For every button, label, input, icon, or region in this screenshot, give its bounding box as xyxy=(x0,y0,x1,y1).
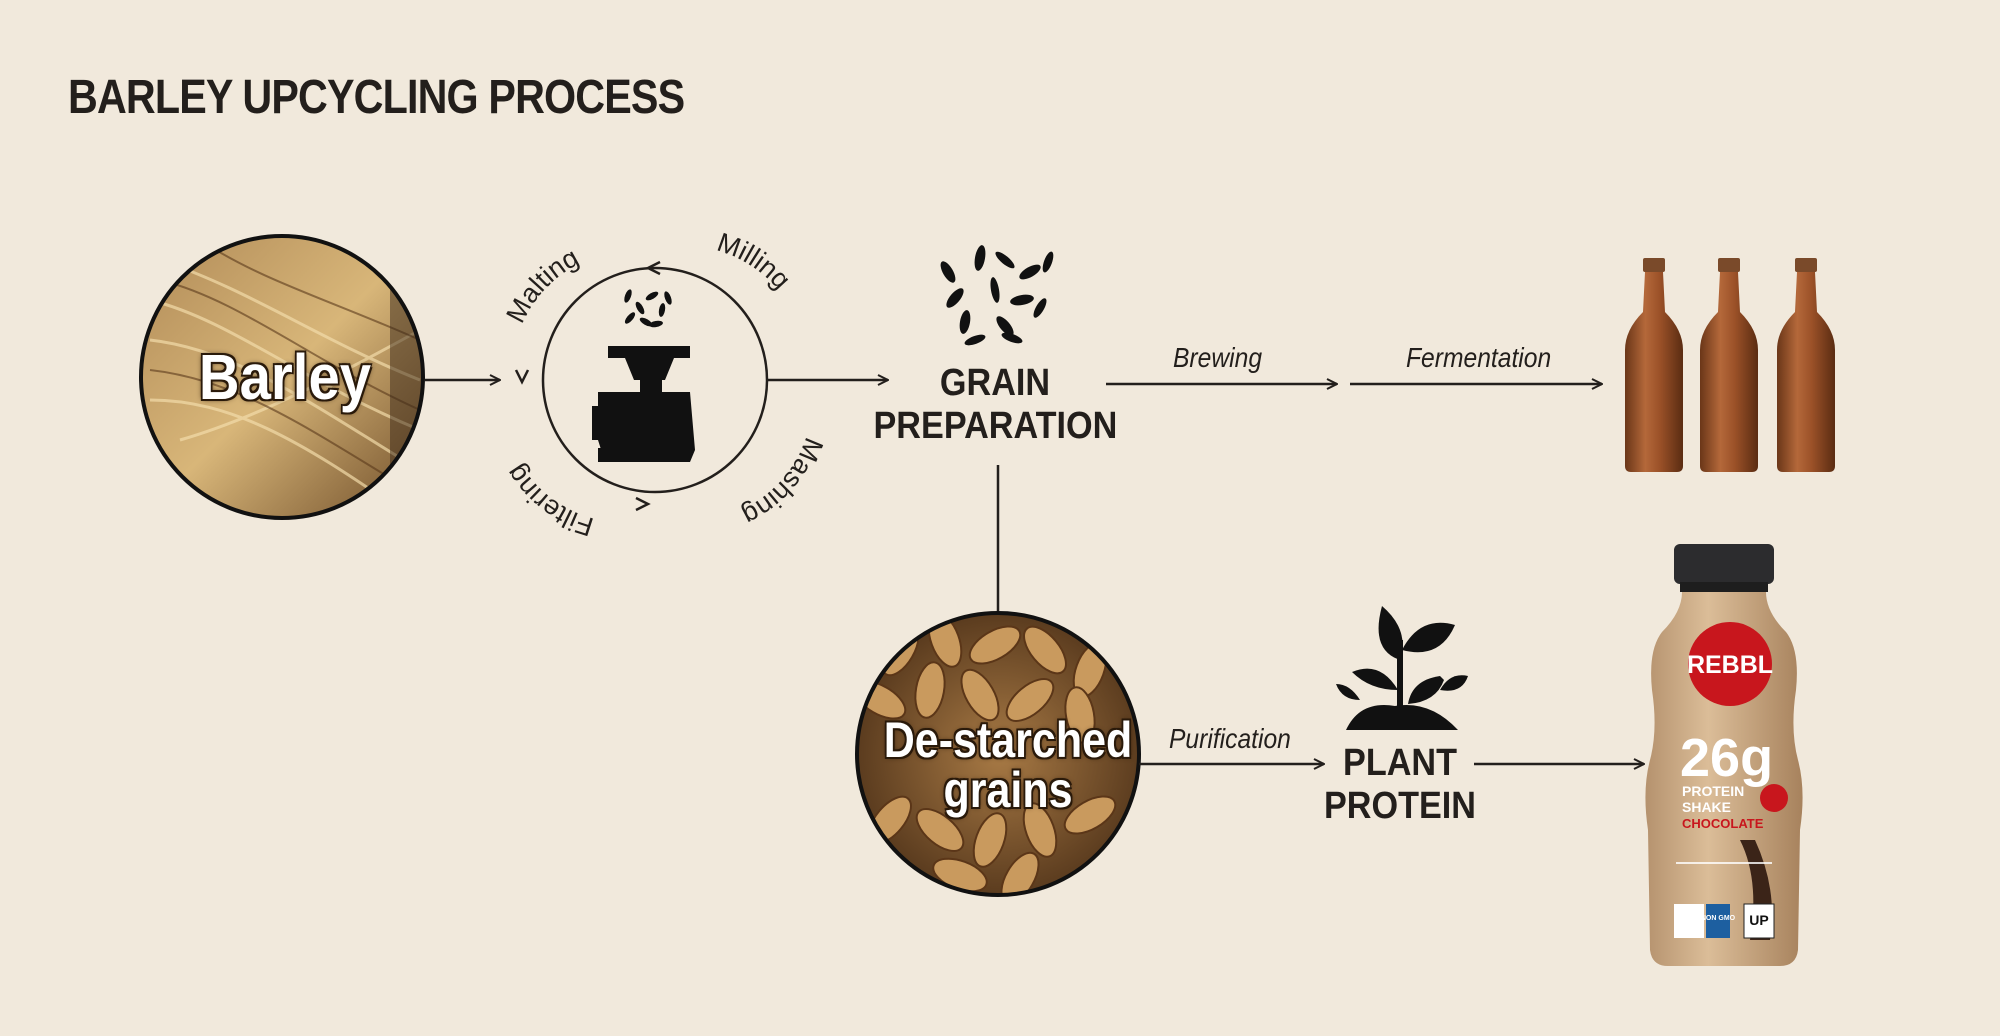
shake-brand: REBBL xyxy=(1687,651,1773,679)
plant-sprout-icon xyxy=(1336,606,1468,730)
cycle-step-malting: Malting xyxy=(500,242,583,328)
svg-text:Malting: Malting xyxy=(500,242,583,328)
node-plant-protein-label: PLANT PROTEIN xyxy=(1323,742,1477,827)
protein-shake-bottle-icon: REBBL 26g PROTEIN SHAKE CHOCOLATE NON GM… xyxy=(1645,544,1803,966)
edge-label-fermentation: Fermentation xyxy=(1406,342,1552,373)
svg-text:Filtering: Filtering xyxy=(500,459,597,542)
shake-line1: PROTEIN xyxy=(1682,783,1744,799)
grain-mill-icon xyxy=(592,289,695,462)
shake-badge-left: NON GMO xyxy=(1701,915,1736,922)
node-grain-preparation-label: GRAIN PREPARATION xyxy=(873,362,1118,447)
svg-text:Mashing: Mashing xyxy=(738,434,829,532)
cycle-step-mashing: Mashing xyxy=(738,434,829,532)
page-title: BARLEY UPCYCLING PROCESS xyxy=(68,71,685,124)
grain-scatter-icon xyxy=(940,245,1054,346)
edge-label-purification: Purification xyxy=(1169,723,1291,754)
beer-bottle-icon xyxy=(1625,258,1835,472)
node-destarched-label: De-starched grains xyxy=(883,712,1133,818)
destarched-grains-photo xyxy=(855,611,1141,897)
cycle-step-filtering: Filtering xyxy=(500,459,597,542)
shake-flavor: CHOCOLATE xyxy=(1682,816,1764,831)
svg-text:Milling: Milling xyxy=(713,227,796,295)
node-barley-label: Barley xyxy=(198,341,372,413)
shake-protein-amount: 26g xyxy=(1680,728,1773,788)
edge-label-brewing: Brewing xyxy=(1173,342,1263,373)
shake-line2: SHAKE xyxy=(1682,799,1731,815)
shake-badge-right: UP xyxy=(1749,912,1768,928)
barley-photo xyxy=(139,234,425,520)
cycle-step-milling: Milling xyxy=(713,227,796,295)
